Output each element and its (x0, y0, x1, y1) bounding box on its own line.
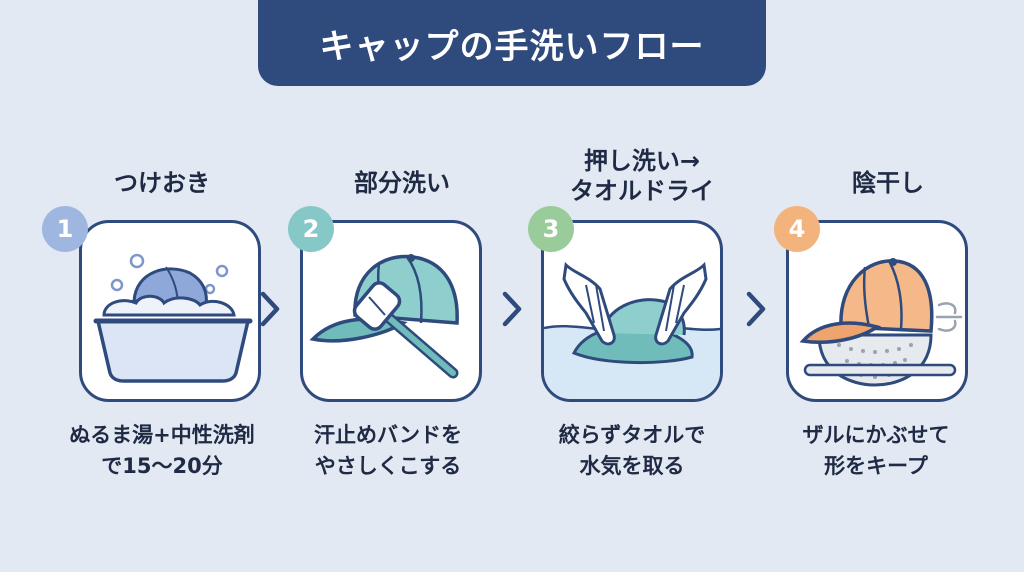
step-2: 部分洗い 2 汗止めバンドを やさしくこする (282, 0, 522, 572)
step-1-description: ぬるま湯+中性洗剤 で15〜20分 (69, 423, 255, 478)
step-1: つけおき 1 ぬるま湯+中性洗剤 で15〜20分 (42, 0, 282, 572)
hands-press-cap-icon (544, 261, 720, 399)
chevron-right-icon (260, 291, 280, 327)
step-4: 陰干し 4 ザルにかぶせて 形をキープ (768, 0, 1008, 572)
step-1-badge: 1 (42, 206, 88, 252)
step-2-description: 汗止めバンドを やさしくこする (313, 423, 463, 478)
title-banner: キャップの手洗いフロー (258, 0, 766, 86)
step-4-title: 陰干し (852, 169, 924, 197)
cap-on-colander-icon (799, 258, 963, 387)
step-3-badge: 3 (528, 206, 574, 252)
step-3: 押し洗い→ タオルドライ 3 絞らずタオルで 水気を取る (522, 0, 762, 572)
step-4-card (786, 220, 968, 402)
chevron-right-icon (746, 291, 766, 327)
brush-cap-icon (309, 254, 459, 379)
step-1-card (79, 220, 261, 402)
cap-in-basin-icon (93, 253, 253, 383)
chevron-right-icon (502, 291, 522, 327)
step-1-title: つけおき (114, 169, 210, 197)
step-3-card (541, 220, 723, 402)
step-4-description: ザルにかぶせて 形をキープ (802, 423, 950, 478)
step-3-description: 絞らずタオルで 水気を取る (558, 423, 706, 478)
step-2-title: 部分洗い (354, 169, 450, 197)
step-4-badge: 4 (774, 206, 820, 252)
step-3-title: 押し洗い→ タオルドライ (570, 147, 714, 205)
step-2-card (300, 220, 482, 402)
page-title: キャップの手洗いフロー (319, 26, 705, 67)
step-2-badge: 2 (288, 206, 334, 252)
